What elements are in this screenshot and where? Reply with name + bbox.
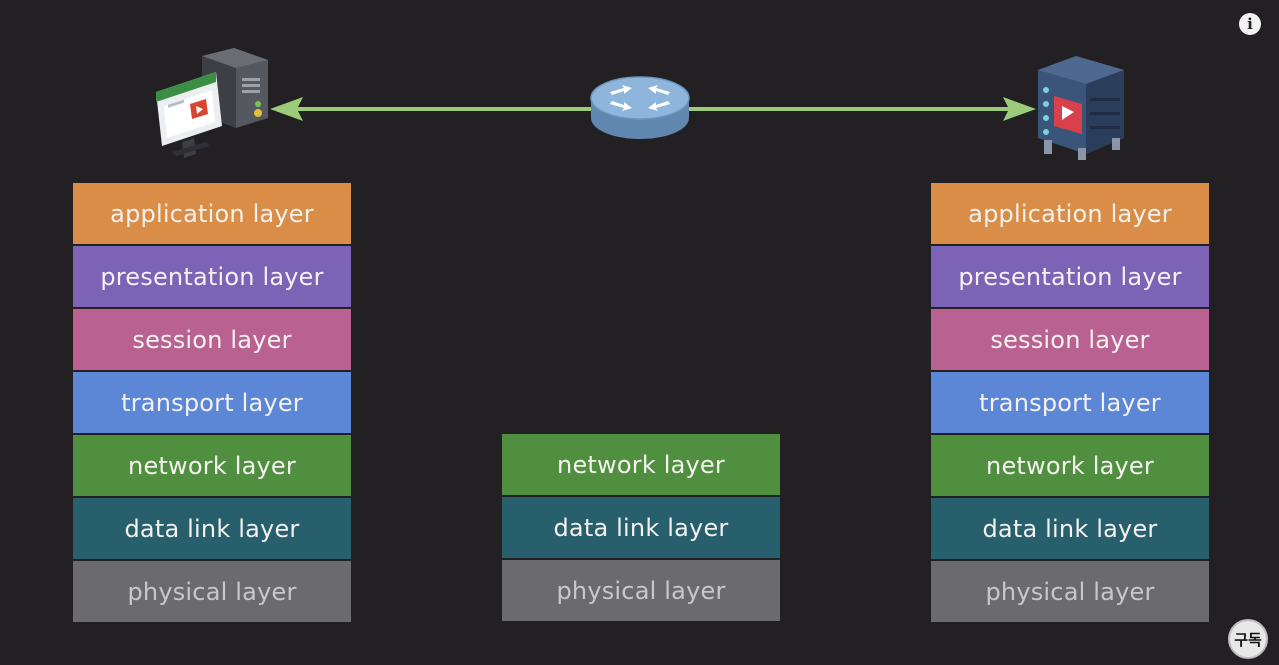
layer-label: application layer: [110, 199, 314, 228]
left-datalink-layer: data link layer: [73, 498, 351, 559]
right-network-layer: network layer: [931, 435, 1209, 496]
right-datalink-layer: data link layer: [931, 498, 1209, 559]
left-presentation-layer: presentation layer: [73, 246, 351, 307]
connection-arrows: [270, 97, 1036, 121]
server-icon: [1038, 56, 1124, 160]
right-physical-layer: physical layer: [931, 561, 1209, 622]
middle-datalink-layer: data link layer: [502, 497, 780, 558]
info-glyph: i: [1247, 15, 1253, 33]
desktop-computer-icon: [156, 48, 268, 158]
layer-label: network layer: [557, 450, 725, 479]
layer-label: application layer: [968, 199, 1172, 228]
layer-label: transport layer: [121, 388, 303, 417]
layer-label: transport layer: [979, 388, 1161, 417]
right-application-layer: application layer: [931, 183, 1209, 244]
left-application-layer: application layer: [73, 183, 351, 244]
router-icon: [590, 76, 690, 139]
router-osi-stack: network layer data link layer physical lay…: [502, 434, 780, 623]
layer-label: physical layer: [556, 576, 726, 605]
info-icon[interactable]: i: [1239, 13, 1261, 35]
middle-network-layer: network layer: [502, 434, 780, 495]
layer-label: network layer: [128, 451, 296, 480]
layer-label: presentation layer: [100, 262, 324, 291]
left-physical-layer: physical layer: [73, 561, 351, 622]
layer-label: data link layer: [124, 514, 300, 543]
left-transport-layer: transport layer: [73, 372, 351, 433]
layer-label: network layer: [986, 451, 1154, 480]
layer-label: presentation layer: [958, 262, 1182, 291]
layer-label: session layer: [132, 325, 292, 354]
subscribe-label: 구독: [1234, 630, 1262, 649]
layer-label: physical layer: [127, 577, 297, 606]
layer-label: physical layer: [985, 577, 1155, 606]
right-host-osi-stack: application layer presentation layer sessi…: [931, 183, 1209, 624]
layer-label: data link layer: [982, 514, 1158, 543]
layer-label: data link layer: [553, 513, 729, 542]
left-host-osi-stack: application layer presentation layer sessi…: [73, 183, 351, 624]
layer-label: session layer: [990, 325, 1150, 354]
right-session-layer: session layer: [931, 309, 1209, 370]
right-presentation-layer: presentation layer: [931, 246, 1209, 307]
middle-physical-layer: physical layer: [502, 560, 780, 621]
subscribe-button[interactable]: 구독: [1228, 619, 1268, 659]
left-network-layer: network layer: [73, 435, 351, 496]
left-session-layer: session layer: [73, 309, 351, 370]
right-transport-layer: transport layer: [931, 372, 1209, 433]
